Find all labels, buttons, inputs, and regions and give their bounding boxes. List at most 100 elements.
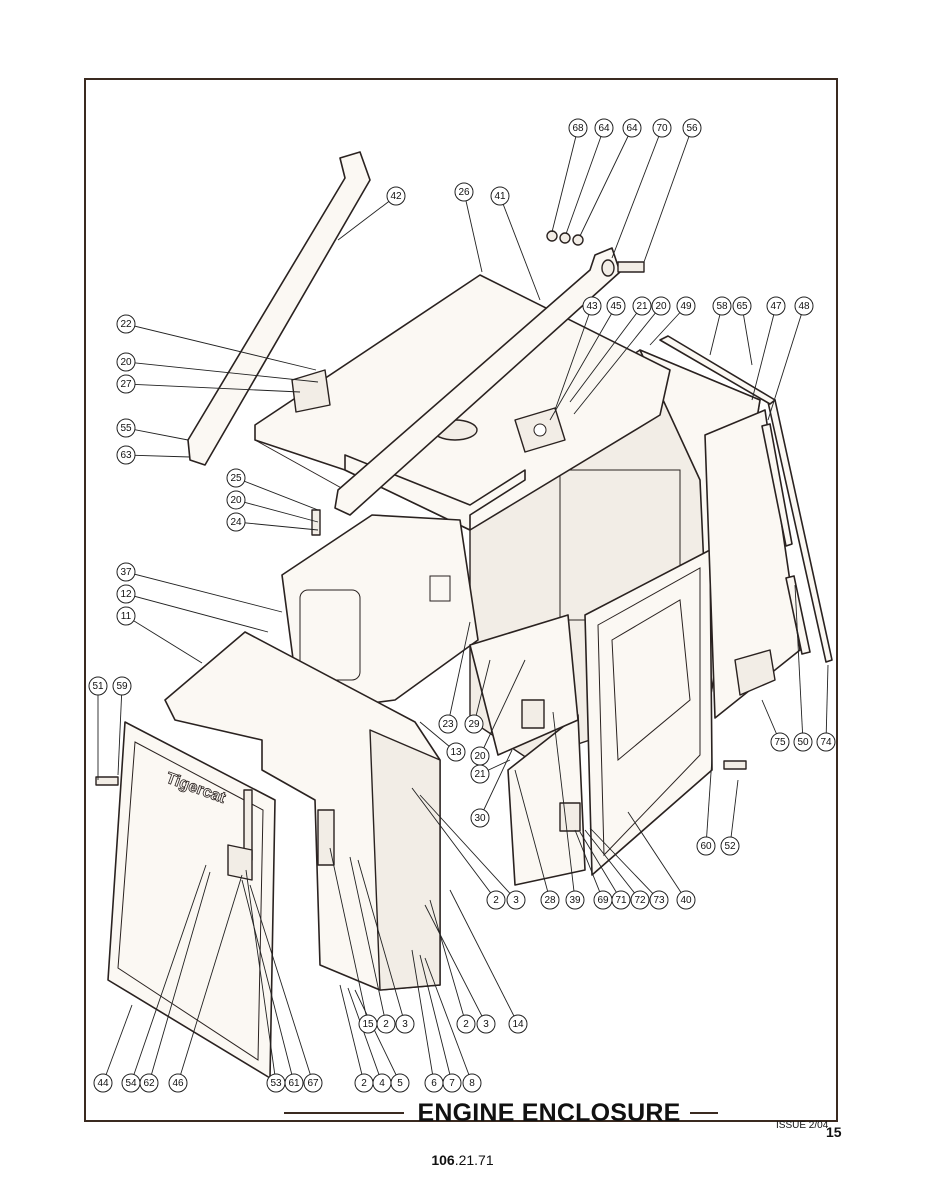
callout-circle: [632, 296, 652, 316]
callout-20: 20: [651, 296, 671, 316]
hinge-plate-latch: [521, 699, 545, 729]
middle-door: [507, 714, 586, 886]
callout-7: 7: [442, 1073, 462, 1093]
callout-circle: [116, 584, 136, 604]
callout-label: 13: [450, 747, 462, 758]
leader-line: [125, 593, 269, 633]
callout-circle: [93, 1073, 113, 1093]
callout-label: 46: [172, 1078, 184, 1089]
callout-circle: [226, 512, 246, 532]
callout-circle: [793, 732, 813, 752]
callout-circle: [540, 890, 560, 910]
front-frame-side: [369, 729, 441, 991]
leader-line: [130, 864, 207, 1084]
callout-label: 68: [572, 123, 584, 134]
callout-label: 75: [774, 737, 786, 748]
nut-68: [546, 230, 558, 242]
callout-circle: [446, 742, 466, 762]
callout-label: 59: [116, 681, 128, 692]
bracket-left: [291, 369, 331, 413]
callout-label: 21: [474, 769, 486, 780]
callout-label: 52: [724, 841, 736, 852]
side-panel: [704, 409, 801, 719]
callout-63: 63: [116, 445, 136, 465]
callout-label: 11: [121, 611, 132, 622]
callout-label: 58: [716, 301, 728, 312]
callout-circle: [486, 890, 506, 910]
callout-label: 22: [120, 319, 132, 330]
callout-label: 56: [686, 123, 698, 134]
leader-line: [357, 859, 406, 1025]
leader-line: [449, 889, 519, 1025]
leader-line: [125, 323, 317, 371]
callout-circle: [462, 1073, 482, 1093]
leader-line: [329, 847, 369, 1025]
callout-label: 61: [288, 1078, 300, 1089]
callout-circle: [651, 296, 671, 316]
callout-circle: [386, 186, 406, 206]
callout-circle: [168, 1073, 188, 1093]
callout-20: 20: [470, 746, 490, 766]
callout-label: 69: [597, 895, 609, 906]
washer-64b: [572, 234, 584, 246]
callout-label: 3: [513, 895, 519, 906]
left-brace: [187, 151, 371, 466]
callout-circle: [470, 808, 490, 828]
leader-line: [573, 305, 662, 415]
callout-label: 43: [586, 301, 598, 312]
callout-label: 70: [656, 123, 668, 134]
leader-line: [574, 829, 604, 901]
leader-line: [729, 779, 739, 847]
callout-68: 68: [568, 118, 588, 138]
leader-line: [767, 305, 805, 421]
leader-line: [794, 584, 804, 743]
callout-20: 20: [226, 490, 246, 510]
bracket-right-hole: [533, 423, 547, 437]
callout-circle: [682, 118, 702, 138]
callout-label: 3: [402, 1019, 408, 1030]
leader-line: [705, 757, 713, 847]
leader-line: [117, 685, 123, 776]
callout-label: 65: [736, 301, 748, 312]
leader-line: [241, 879, 295, 1084]
callout-60: 60: [696, 836, 716, 856]
right-door-window: [611, 599, 691, 762]
callout-label: 45: [610, 301, 622, 312]
leader-line: [479, 659, 526, 757]
callout-62: 62: [139, 1073, 159, 1093]
callout-label: 14: [512, 1019, 524, 1030]
leader-line: [552, 711, 576, 901]
callout-circle: [116, 606, 136, 626]
callout-label: 41: [494, 191, 506, 202]
callout-circle: [116, 418, 136, 438]
leader-line: [148, 871, 211, 1084]
callout-69: 69: [593, 890, 613, 910]
callout-circle: [582, 296, 602, 316]
callout-3: 3: [395, 1014, 415, 1034]
callout-circle: [720, 836, 740, 856]
callout-47: 47: [766, 296, 786, 316]
callout-56: 56: [682, 118, 702, 138]
callout-circle: [652, 118, 672, 138]
callout-label: 74: [820, 737, 832, 748]
title-rule-left: [284, 1112, 404, 1114]
callout-circle: [438, 714, 458, 734]
callout-4: 4: [372, 1073, 392, 1093]
callout-circle: [770, 732, 790, 752]
leader-lines: [97, 127, 829, 1084]
hinge-46: [227, 844, 253, 881]
bolt-56: [617, 261, 645, 273]
leader-line: [125, 454, 191, 458]
leader-line: [473, 659, 491, 725]
callout-circle: [732, 296, 752, 316]
rear-wall-slot: [429, 575, 451, 602]
washer-64a: [559, 232, 571, 244]
callout-71: 71: [611, 890, 631, 910]
callout-label: 2: [383, 1019, 389, 1030]
callout-circle: [112, 676, 132, 696]
leader-line: [554, 305, 593, 411]
callout-label: 26: [458, 187, 470, 198]
callout-label: 25: [230, 473, 242, 484]
callout-circle: [508, 1014, 528, 1034]
leader-line: [579, 831, 622, 901]
